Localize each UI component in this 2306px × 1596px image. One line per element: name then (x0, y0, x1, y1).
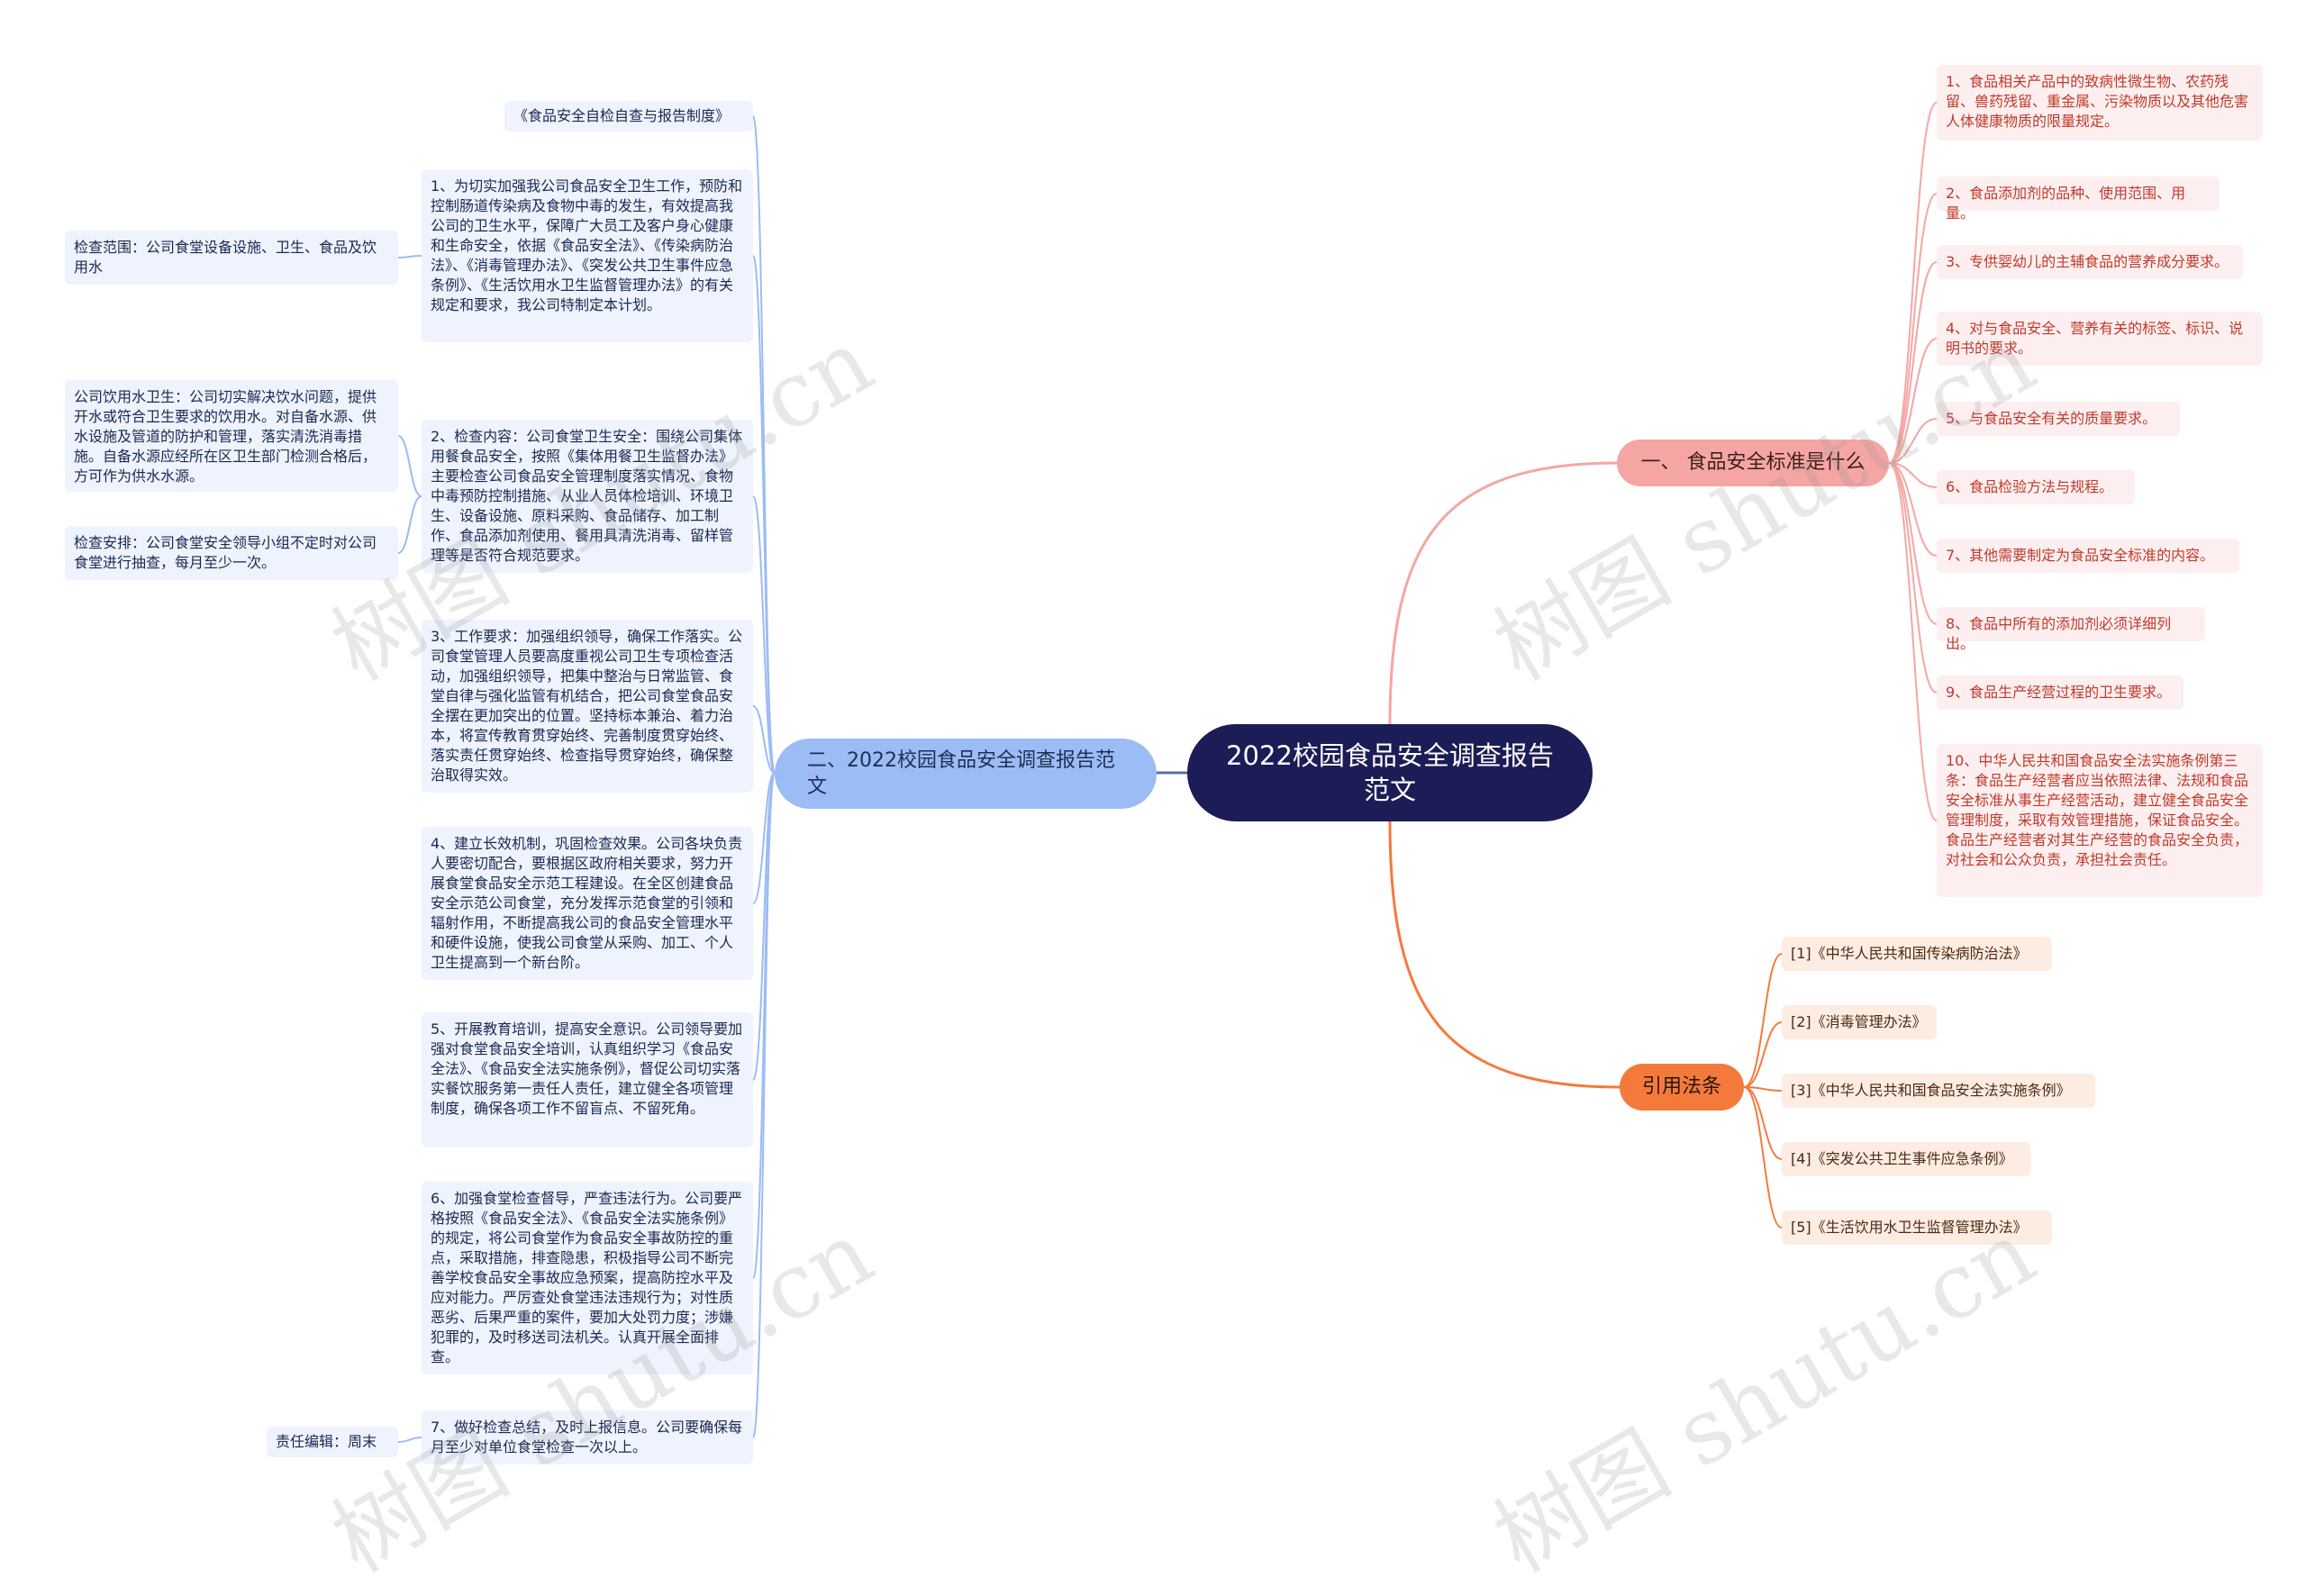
connector-laws-3 (1743, 1086, 1783, 1092)
left-item-5[interactable]: 4、建立长效机制，巩固检查效果。公司各块负责人要密切配合，要根据区政府相关要求，… (422, 827, 753, 980)
connector-standard-1 (1888, 102, 1938, 464)
right2-item-5[interactable]: [5]《生活饮用水卫生监督管理办法》 (1782, 1211, 2052, 1245)
connector-laws-2 (1743, 1021, 1783, 1088)
right2-item-5-text: [5]《生活饮用水卫生监督管理办法》 (1791, 1219, 2028, 1236)
mind-map-canvas: 2022校园食品安全调查报告范文 二、2022校园食品安全调查报告范文 《食品安… (65, 65, 2263, 1592)
branch-cited-laws-label: 引用法条 (1641, 1075, 1721, 1098)
connector-sub-2 (397, 435, 422, 497)
right1-item-7[interactable]: 7、其他需要制定为食品安全标准的内容。 (1937, 539, 2239, 573)
right2-item-3-text: [3]《中华人民共和国食品安全法实施条例》 (1791, 1082, 2071, 1099)
right1-item-3[interactable]: 3、专供婴幼儿的主辅食品的营养成分要求。 (1937, 245, 2243, 279)
left-sub-item-4[interactable]: 责任编辑：周末 (267, 1427, 398, 1457)
right2-item-4-text: [4]《突发公共卫生事件应急条例》 (1791, 1150, 2013, 1167)
left-sub-item-3[interactable]: 检查安排：公司食堂安全领导小组不定时对公司食堂进行抽查，每月至少一次。 (65, 526, 398, 580)
right2-item-3[interactable]: [3]《中华人民共和国食品安全法实施条例》 (1782, 1074, 2095, 1108)
left-item-1[interactable]: 《食品安全自检自查与报告制度》 (504, 101, 753, 131)
right1-item-10[interactable]: 10、中华人民共和国食品安全法实施条例第三条：食品生产经营者应当依照法律、法规和… (1937, 744, 2263, 897)
right1-item-9[interactable]: 9、食品生产经营过程的卫生要求。 (1937, 676, 2183, 710)
right2-item-1[interactable]: [1]《中华人民共和国传染病防治法》 (1782, 937, 2052, 971)
right1-item-8[interactable]: 8、食品中所有的添加剂必须详细列出。 (1937, 607, 2205, 652)
connector-laws-1 (1743, 953, 1783, 1088)
right1-item-3-text: 3、专供婴幼儿的主辅食品的营养成分要求。 (1946, 253, 2229, 270)
connector-left-8 (752, 772, 776, 1438)
branch-food-safety-standard-label: 一、 食品安全标准是什么 (1640, 451, 1866, 474)
right1-item-5-text: 5、与食品安全有关的质量要求。 (1946, 410, 2157, 427)
right2-item-2[interactable]: [2]《消毒管理办法》 (1782, 1005, 1937, 1039)
right1-item-1[interactable]: 1、食品相关产品中的致病性微生物、农药残留、兽药残留、重金属、污染物质以及其他危… (1937, 65, 2263, 141)
connector-laws-5 (1743, 1086, 1783, 1229)
branch-food-safety-standard[interactable]: 一、 食品安全标准是什么 (1617, 440, 1889, 486)
left-item-1-text: 《食品安全自检自查与报告制度》 (513, 107, 731, 124)
connector-left-6 (752, 772, 776, 1081)
right1-item-4-text: 4、对与食品安全、营养有关的标签、标识、说明书的要求。 (1946, 320, 2244, 357)
connector-sub-1 (397, 255, 422, 258)
right1-item-5[interactable]: 5、与食品安全有关的质量要求。 (1937, 402, 2180, 436)
left-item-2[interactable]: 1、为切实加强我公司食品安全卫生工作，预防和控制肠道传染病及食物中毒的发生，有效… (422, 169, 753, 342)
left-item-3-text: 2、检查内容：公司食堂卫生安全：围绕公司集体用餐食品安全，按照《集体用餐卫生监督… (431, 428, 743, 564)
root-label: 2022校园食品安全调查报告范文 (1226, 740, 1554, 805)
left-item-8[interactable]: 7、做好检查总结，及时上报信息。公司要确保每月至少对单位食堂检查一次以上。 (422, 1410, 753, 1465)
connector-laws-4 (1743, 1086, 1783, 1160)
right2-item-4[interactable]: [4]《突发公共卫生事件应急条例》 (1782, 1142, 2030, 1176)
branch-report-sample[interactable]: 二、2022校园食品安全调查报告范文 (775, 739, 1157, 809)
connector-left-2 (752, 255, 776, 774)
right1-item-1-text: 1、食品相关产品中的致病性微生物、农药残留、兽药残留、重金属、污染物质以及其他危… (1946, 73, 2249, 130)
right1-item-2[interactable]: 2、食品添加剂的品种、使用范围、用量。 (1937, 177, 2220, 222)
left-item-8-text: 7、做好检查总结，及时上报信息。公司要确保每月至少对单位食堂检查一次以上。 (431, 1419, 743, 1455)
right1-item-9-text: 9、食品生产经营过程的卫生要求。 (1946, 684, 2172, 701)
branch-cited-laws[interactable]: 引用法条 (1620, 1064, 1744, 1111)
connector-standard-2 (1888, 193, 1938, 464)
left-item-7[interactable]: 6、加强食堂检查督导，严查违法行为。公司要严格按照《食品安全法》、《食品安全法实… (422, 1182, 753, 1374)
left-sub-item-3-text: 检查安排：公司食堂安全领导小组不定时对公司食堂进行抽查，每月至少一次。 (74, 534, 377, 571)
left-item-7-text: 6、加强食堂检查督导，严查违法行为。公司要严格按照《食品安全法》、《食品安全法实… (431, 1190, 743, 1365)
right1-item-6[interactable]: 6、食品检验方法与规程。 (1937, 470, 2135, 504)
connector-standard-9 (1888, 462, 1938, 694)
left-sub-item-1-text: 检查范围：公司食堂设备设施、卫生、食品及饮用水 (74, 239, 377, 276)
connector-root-standard (1388, 461, 1618, 725)
right2-item-2-text: [2]《消毒管理办法》 (1791, 1013, 1927, 1030)
connector-root-laws (1388, 821, 1621, 1089)
left-item-6[interactable]: 5、开展教育培训，提高安全意识。公司领导要加强对食堂食品安全培训，认真组织学习《… (422, 1012, 753, 1147)
connector-left-1 (752, 115, 776, 774)
right1-item-10-text: 10、中华人民共和国食品安全法实施条例第三条：食品生产经营者应当依照法律、法规和… (1946, 752, 2249, 868)
left-item-4[interactable]: 3、工作要求：加强组织领导，确保工作落实。公司食堂管理人员要高度重视公司卫生专项… (422, 620, 753, 793)
connector-standard-8 (1888, 462, 1938, 625)
connector-left-5 (752, 772, 776, 904)
left-item-2-text: 1、为切实加强我公司食品安全卫生工作，预防和控制肠道传染病及食物中毒的发生，有效… (431, 177, 743, 313)
branch-report-sample-label: 二、2022校园食品安全调查报告范文 (807, 749, 1115, 798)
right1-item-6-text: 6、食品检验方法与规程。 (1946, 478, 2114, 495)
right1-item-2-text: 2、食品添加剂的品种、使用范围、用量。 (1946, 185, 2186, 222)
left-item-6-text: 5、开展教育培训，提高安全意识。公司领导要加强对食堂食品安全培训，认真组织学习《… (431, 1020, 743, 1117)
connector-sub-3 (397, 495, 422, 554)
right1-item-8-text: 8、食品中所有的添加剂必须详细列出。 (1946, 615, 2172, 652)
left-sub-item-1[interactable]: 检查范围：公司食堂设备设施、卫生、食品及饮用水 (65, 231, 398, 285)
left-item-3[interactable]: 2、检查内容：公司食堂卫生安全：围绕公司集体用餐食品安全，按照《集体用餐卫生监督… (422, 420, 753, 573)
connector-standard-10 (1888, 462, 1938, 821)
right2-item-1-text: [1]《中华人民共和国传染病防治法》 (1791, 945, 2028, 962)
root-node[interactable]: 2022校园食品安全调查报告范文 (1187, 724, 1593, 821)
connector-standard-7 (1888, 462, 1938, 557)
left-sub-item-4-text: 责任编辑：周末 (276, 1433, 377, 1450)
left-item-4-text: 3、工作要求：加强组织领导，确保工作落实。公司食堂管理人员要高度重视公司卫生专项… (431, 628, 743, 784)
connector-sub-4 (397, 1437, 422, 1443)
connector-standard-3 (1888, 261, 1938, 464)
connector-standard-6 (1888, 462, 1938, 488)
connector-left-3 (752, 495, 776, 774)
left-sub-item-2-text: 公司饮用水卫生：公司切实解决饮水问题，提供开水或符合卫生要求的饮用水。对自备水源… (74, 388, 377, 485)
left-item-5-text: 4、建立长效机制，巩固检查效果。公司各块负责人要密切配合，要根据区政府相关要求，… (431, 835, 743, 971)
right1-item-7-text: 7、其他需要制定为食品安全标准的内容。 (1946, 547, 2215, 564)
connector-standard-4 (1888, 338, 1938, 464)
connector-left-4 (752, 705, 776, 774)
left-sub-item-2[interactable]: 公司饮用水卫生：公司切实解决饮水问题，提供开水或符合卫生要求的饮用水。对自备水源… (65, 380, 398, 492)
connector-standard-5 (1888, 418, 1938, 464)
right1-item-4[interactable]: 4、对与食品安全、营养有关的标签、标识、说明书的要求。 (1937, 312, 2263, 366)
connector-lines (397, 102, 1938, 1443)
